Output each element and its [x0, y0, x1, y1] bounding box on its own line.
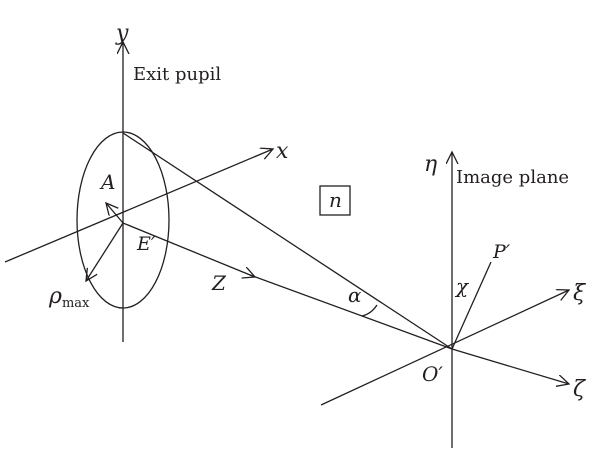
rho-max-label: ρmax	[48, 284, 90, 311]
xi-axis-line	[320, 290, 569, 406]
rho-symbol: ρ	[48, 284, 62, 309]
aperture-label: A	[99, 170, 115, 194]
rho-max-vector	[86, 222, 124, 281]
optical-axis-line	[249, 274, 453, 350]
y-axis-label: y	[115, 21, 129, 46]
image-plane-label: Image plane	[456, 167, 569, 188]
rho-subscript: max	[62, 296, 90, 311]
xi-axis-label: ξ	[573, 281, 587, 306]
optical-axis-arrow	[122, 222, 255, 277]
exit-pupil-ellipse	[76, 131, 170, 309]
exit-pupil-label: Exit pupil	[133, 64, 221, 85]
chi-label: χ	[454, 274, 470, 298]
exit-pupil-center-label: E′	[136, 233, 156, 255]
aperture-vector	[106, 203, 124, 224]
zeta-axis-line	[451, 348, 569, 384]
image-point-line	[451, 261, 492, 350]
marginal-ray	[122, 132, 453, 350]
image-origin-label: O′	[422, 362, 443, 386]
zeta-axis-label: ζ	[573, 377, 587, 402]
alpha-label: α	[348, 283, 362, 307]
medium-index-label: n	[329, 188, 342, 212]
x-axis-line	[4, 149, 273, 263]
medium-index-box	[319, 185, 351, 216]
eta-axis-label: η	[424, 152, 437, 177]
alpha-angle-arc	[361, 304, 378, 317]
optical-axis-label: Z	[211, 271, 227, 295]
image-point-label: P′	[492, 241, 511, 263]
x-axis-label: x	[276, 139, 289, 164]
